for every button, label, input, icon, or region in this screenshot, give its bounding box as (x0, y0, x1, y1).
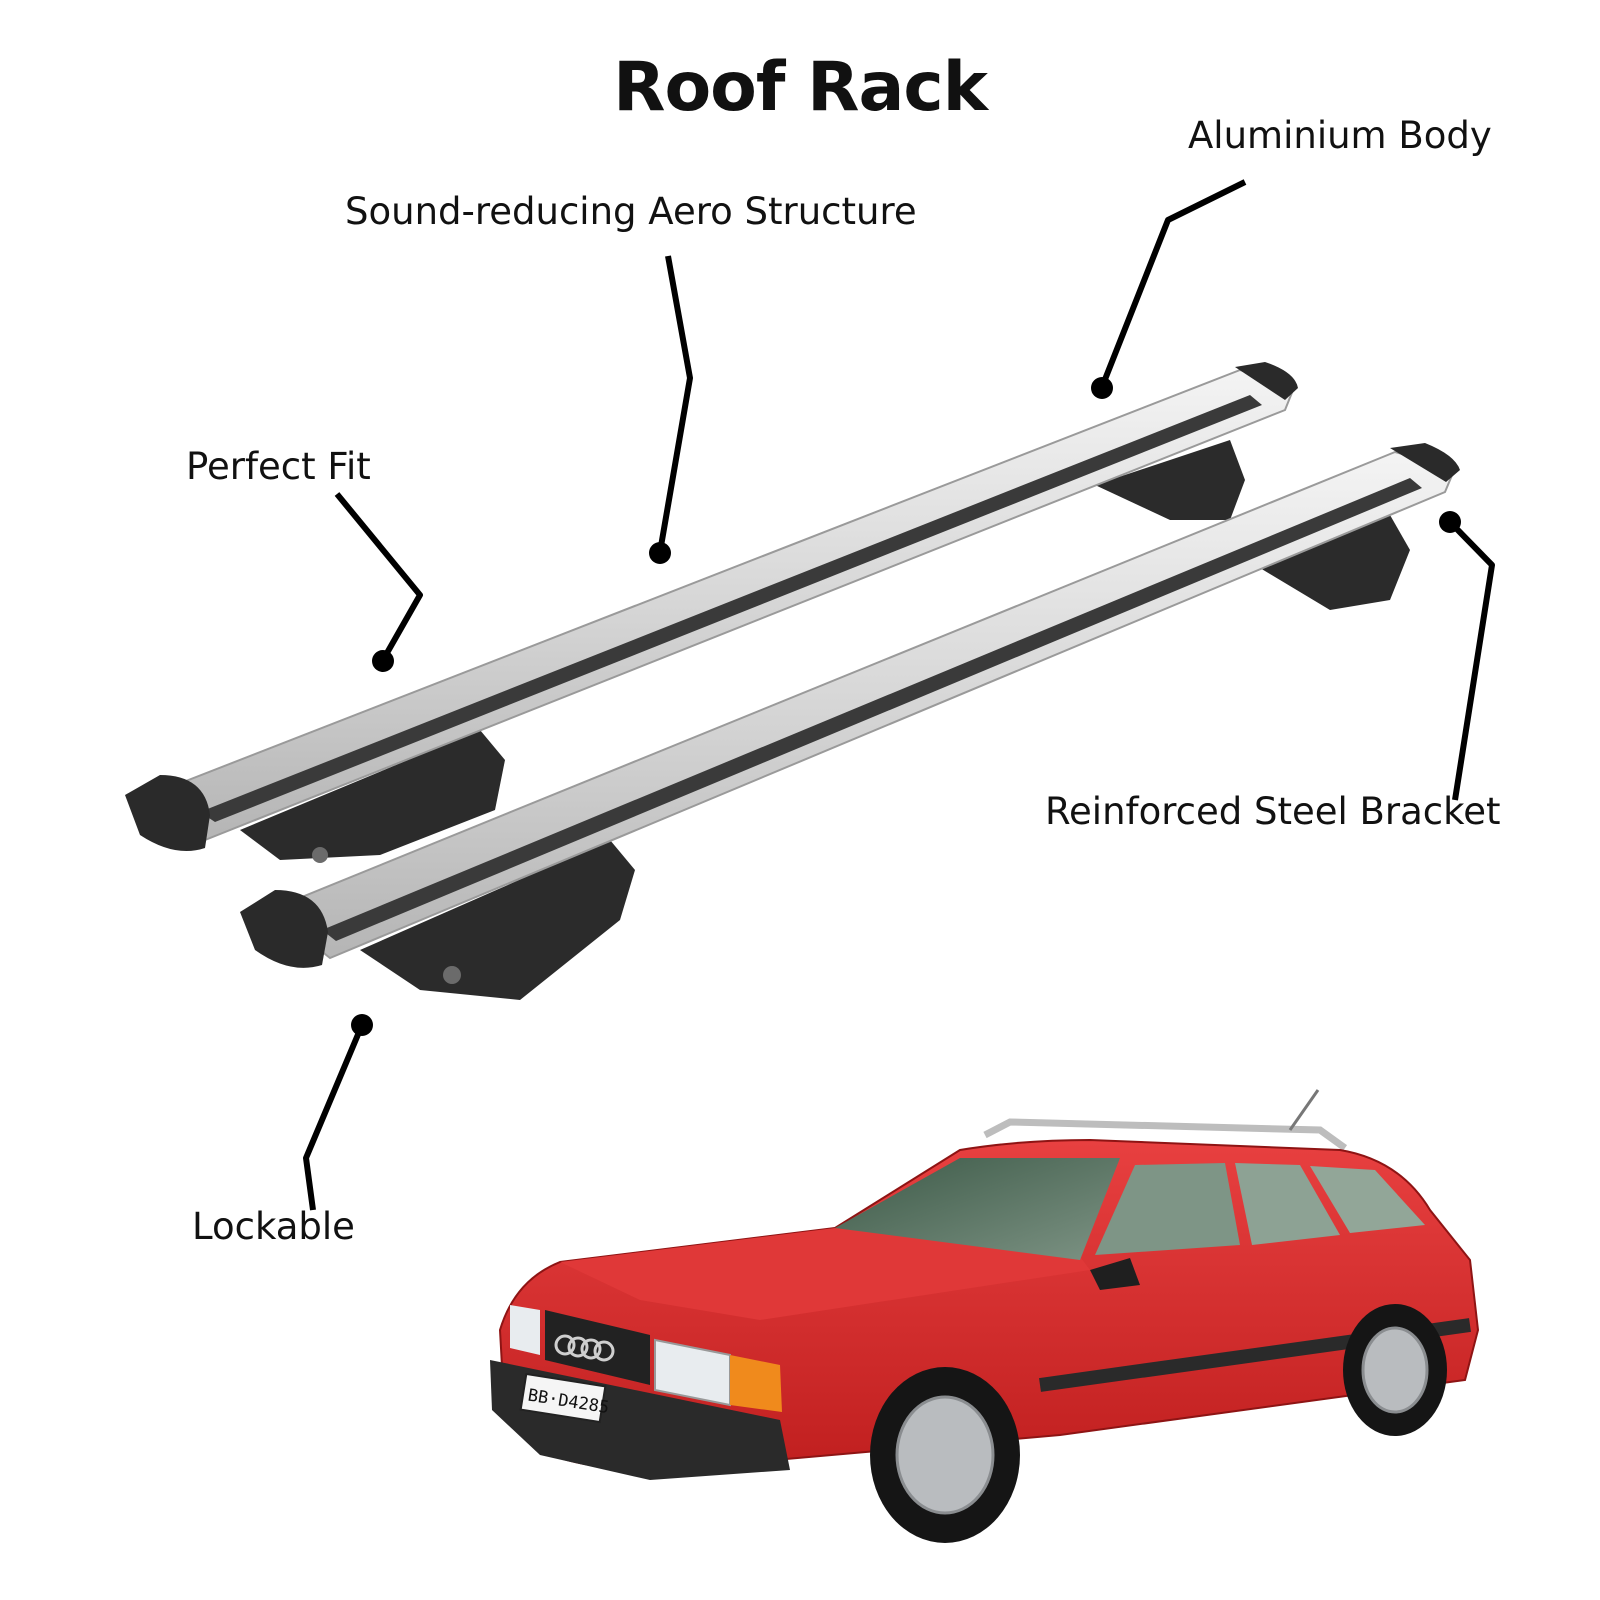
car-left-headlight (510, 1305, 540, 1355)
page-title: Roof Rack (613, 48, 988, 127)
dot-aero-structure (649, 542, 671, 564)
car-windshield (835, 1158, 1120, 1260)
front-bracket-left (360, 840, 635, 1000)
car-indicator (730, 1355, 782, 1412)
red-station-wagon: BB·D4285 (490, 1089, 1480, 1543)
car-logo-ring-2 (567, 1336, 589, 1358)
front-crossbar (240, 443, 1460, 1000)
dot-lockable (351, 1014, 373, 1036)
car-rear-wheel (1343, 1304, 1447, 1436)
front-bar-endcap-left (240, 890, 328, 968)
callout-reinforced-bracket: Reinforced Steel Bracket (1045, 790, 1501, 833)
rear-bar-endcap-right (1235, 362, 1298, 400)
car-logo-ring-3 (580, 1338, 602, 1360)
rear-bracket-right (1095, 440, 1245, 520)
car-roof-rails (983, 1118, 1348, 1151)
leader-perfect-fit (334, 492, 423, 662)
front-bracket-right (1255, 515, 1410, 610)
lock-cylinder (443, 966, 461, 984)
leader-lockable (303, 1023, 365, 1211)
callout-aero-structure: Sound-reducing Aero Structure (345, 190, 917, 233)
car-front-wheel (870, 1367, 1020, 1543)
rear-bracket-left (240, 730, 505, 860)
car-hood (560, 1228, 1090, 1320)
front-bar-rubber-strip (322, 478, 1422, 941)
callout-aluminium-body: Aluminium Body (1188, 114, 1492, 157)
callout-lockable: Lockable (192, 1205, 355, 1248)
car-rear-hubcap (1361, 1326, 1429, 1414)
callout-dots (351, 377, 1461, 1036)
rear-bar-rubber-strip (200, 395, 1262, 822)
car-rear-side-window (1235, 1163, 1340, 1245)
rear-crossbar (125, 362, 1298, 860)
rear-bar-endcap-left (125, 775, 210, 852)
front-bar-endcap-right (1390, 443, 1460, 482)
leader-aero-structure (657, 255, 693, 553)
car-front-hubcap (895, 1395, 995, 1515)
car-logo-ring-4 (593, 1340, 615, 1362)
car-logo-ring-1 (554, 1334, 576, 1356)
car-front-side-window (1095, 1163, 1240, 1255)
leader-aluminium-body (1099, 179, 1247, 389)
dot-aluminium-body (1091, 377, 1113, 399)
car-logo-rings (554, 1334, 615, 1362)
callout-leaders (303, 179, 1495, 1211)
car-side-mirror (1090, 1258, 1140, 1290)
car-license-plate (519, 1372, 607, 1424)
car-grille (545, 1310, 650, 1385)
lock-cylinder-rear (312, 847, 328, 863)
dot-perfect-fit (372, 650, 394, 672)
dot-reinforced-bracket (1439, 511, 1461, 533)
callout-perfect-fit: Perfect Fit (186, 445, 371, 488)
leader-reinforced-bracket (1447, 519, 1495, 801)
car-cargo-window (1310, 1166, 1425, 1233)
car-antenna (1288, 1089, 1320, 1131)
